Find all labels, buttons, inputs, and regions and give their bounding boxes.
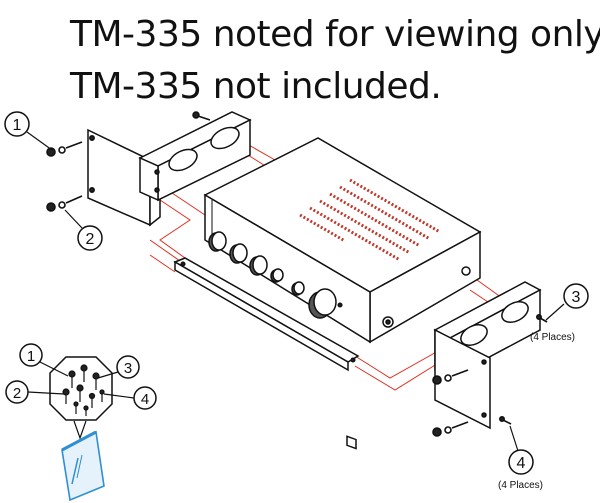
knob-main (308, 288, 337, 319)
callout-3-label: 3 (572, 289, 581, 306)
callout-4-label: 4 (517, 455, 526, 472)
kit-callout-2-label: 2 (13, 385, 21, 402)
knob-1 (208, 231, 227, 252)
kit-callout-3-label: 3 (124, 360, 132, 377)
callout-1-label: 1 (13, 117, 22, 134)
screw-top-left (192, 111, 211, 121)
callout-1: 1 (4, 111, 53, 151)
knob-3 (249, 255, 268, 276)
knob-5 (291, 281, 305, 296)
callout-4-note: (4 Places) (498, 480, 543, 491)
screw-2-left (46, 195, 83, 212)
knob-2 (229, 243, 248, 264)
front-panel-knobs (208, 231, 357, 450)
vent-slots (299, 178, 441, 262)
kit-callout-1-label: 1 (27, 348, 35, 365)
callout-4: 4 (4 Places) (498, 425, 543, 491)
note-not-included: TM-335 not included. (70, 66, 442, 107)
callout-3: 3 (4 Places) (530, 283, 589, 343)
note-viewing-only: TM-335 noted for viewing only. (70, 14, 600, 55)
screw-1-left (46, 141, 83, 157)
bottom-rail (173, 257, 360, 372)
screw-small-3 (535, 313, 548, 323)
kit-callout-4-label: 4 (141, 391, 149, 408)
screw-right-lower (432, 421, 469, 437)
hardware-bag (61, 420, 105, 502)
callout-2-label: 2 (86, 231, 95, 248)
callout-2: 2 (64, 209, 103, 251)
screw-small-4 (498, 415, 512, 425)
kit-callout-2: 2 (5, 380, 65, 404)
kit-callout-4: 4 (103, 386, 157, 410)
kit-callout-1: 1 (19, 343, 69, 377)
kit-callout-3: 3 (97, 355, 140, 379)
power-switch (346, 435, 357, 450)
left-handle-bracket (138, 111, 252, 202)
callout-3-note: (4 Places) (530, 332, 575, 343)
knob-4 (270, 268, 284, 283)
hardware-kit (49, 356, 113, 421)
screw-right-upper (432, 369, 469, 385)
screws (46, 141, 548, 437)
